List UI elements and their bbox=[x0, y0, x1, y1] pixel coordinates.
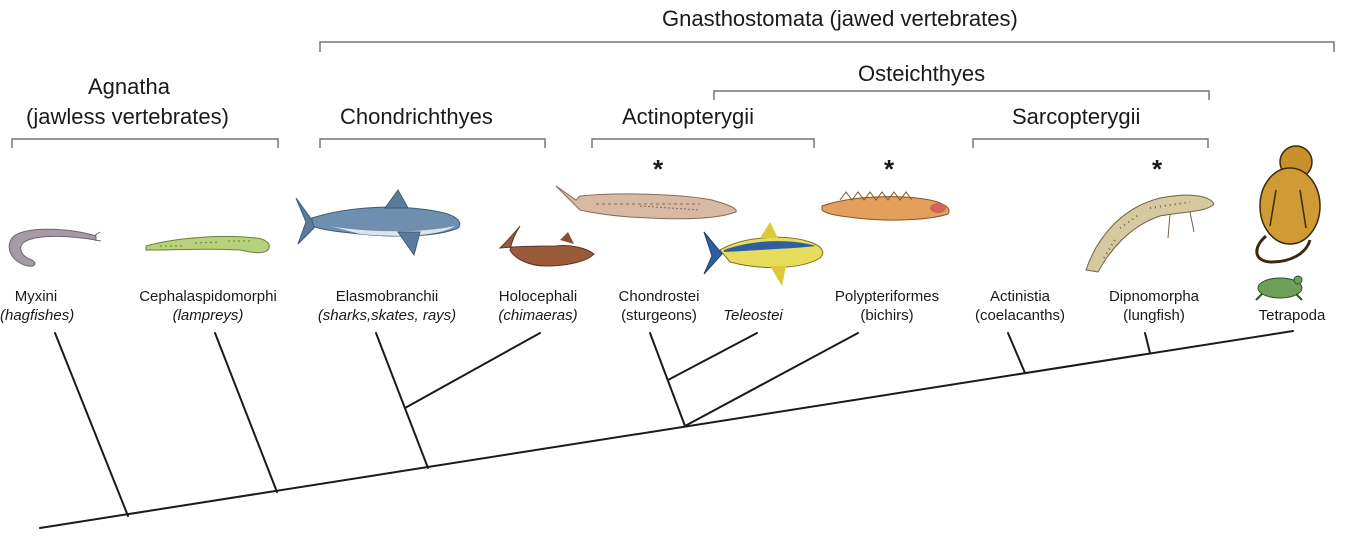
star-marker-polypteriformes: * bbox=[884, 156, 894, 182]
taxon-name: Elasmobranchii bbox=[298, 287, 476, 306]
group-label-agnatha: Agnatha bbox=[88, 74, 170, 100]
taxon-cephalaspidomorphi: Cephalaspidomorphi (lampreys) bbox=[110, 287, 306, 325]
taxon-teleostei: Teleostei bbox=[716, 306, 790, 325]
group-label-agnatha-desc: (jawless vertebrates) bbox=[26, 104, 229, 130]
taxon-tetrapoda: Tetrapoda bbox=[1246, 306, 1338, 325]
taxon-common-name: (bichirs) bbox=[812, 306, 962, 325]
bracket-sarcopterygii bbox=[973, 139, 1208, 148]
taxon-common-name: (sharks,skates, rays) bbox=[298, 306, 476, 325]
taxon-elasmobranchii: Elasmobranchii (sharks,skates, rays) bbox=[298, 287, 476, 325]
taxon-common-name: (lampreys) bbox=[110, 306, 306, 325]
branch-teleostei bbox=[668, 333, 757, 380]
taxon-holocephali: Holocephali (chimaeras) bbox=[484, 287, 592, 325]
bracket-gnathostomata bbox=[320, 42, 1334, 52]
bracket-agnatha bbox=[12, 139, 278, 148]
tree-backbone bbox=[40, 331, 1293, 528]
branch-myxini bbox=[55, 333, 128, 516]
branch-dipnomorpha bbox=[1145, 333, 1150, 353]
taxon-chondrostei: Chondrostei (sturgeons) bbox=[604, 287, 714, 325]
group-label-osteichthyes: Osteichthyes bbox=[858, 61, 985, 87]
star-marker-dipnomorpha: * bbox=[1152, 156, 1162, 182]
bracket-chondrichthyes bbox=[320, 139, 545, 148]
monkey-icon bbox=[1257, 146, 1320, 262]
shark-icon bbox=[296, 190, 460, 255]
taxon-common-name: (coelacanths) bbox=[962, 306, 1078, 325]
taxon-name: Actinistia bbox=[962, 287, 1078, 306]
bracket-osteichthyes bbox=[714, 91, 1209, 100]
group-label-chondrichthyes: Chondrichthyes bbox=[340, 104, 493, 130]
taxon-common-name: (chimaeras) bbox=[484, 306, 592, 325]
chimaera-icon bbox=[500, 226, 594, 266]
bracket-actinopterygii bbox=[592, 139, 814, 148]
taxon-common-name: (hagfishes) bbox=[0, 306, 72, 325]
sturgeon-icon bbox=[556, 186, 736, 219]
branch-cephalaspidomorphi bbox=[215, 333, 277, 492]
branch-actinistia bbox=[1008, 333, 1025, 373]
group-label-gnathostomata: Gnasthostomata (jawed vertebrates) bbox=[662, 6, 1018, 32]
taxon-name: Cephalaspidomorphi bbox=[110, 287, 306, 306]
taxon-name: Dipnomorpha bbox=[1092, 287, 1216, 306]
taxon-name: Polypteriformes bbox=[812, 287, 962, 306]
bichir-icon bbox=[822, 192, 949, 220]
lungfish-icon bbox=[1086, 195, 1214, 272]
taxon-common-name: (lungfish) bbox=[1092, 306, 1216, 325]
group-label-actinopterygii: Actinopterygii bbox=[622, 104, 754, 130]
taxon-actinistia: Actinistia (coelacanths) bbox=[962, 287, 1078, 325]
lamprey-icon bbox=[146, 236, 269, 252]
taxon-dipnomorpha: Dipnomorpha (lungfish) bbox=[1092, 287, 1216, 325]
taxon-polypteriformes: Polypteriformes (bichirs) bbox=[812, 287, 962, 325]
taxon-myxini: Myxini (hagfishes) bbox=[0, 287, 72, 325]
branch-holocephali bbox=[405, 333, 540, 408]
star-marker-chondrostei: * bbox=[653, 156, 663, 182]
tuna-icon bbox=[704, 222, 823, 286]
taxon-name: Chondrostei bbox=[604, 287, 714, 306]
taxon-common-name: (sturgeons) bbox=[604, 306, 714, 325]
frog-icon bbox=[1256, 276, 1302, 300]
cladogram-tree bbox=[40, 331, 1293, 528]
hagfish-icon bbox=[9, 229, 101, 266]
group-label-sarcopterygii: Sarcopterygii bbox=[1012, 104, 1140, 130]
taxon-name: Myxini bbox=[0, 287, 72, 306]
taxon-name: Holocephali bbox=[484, 287, 592, 306]
